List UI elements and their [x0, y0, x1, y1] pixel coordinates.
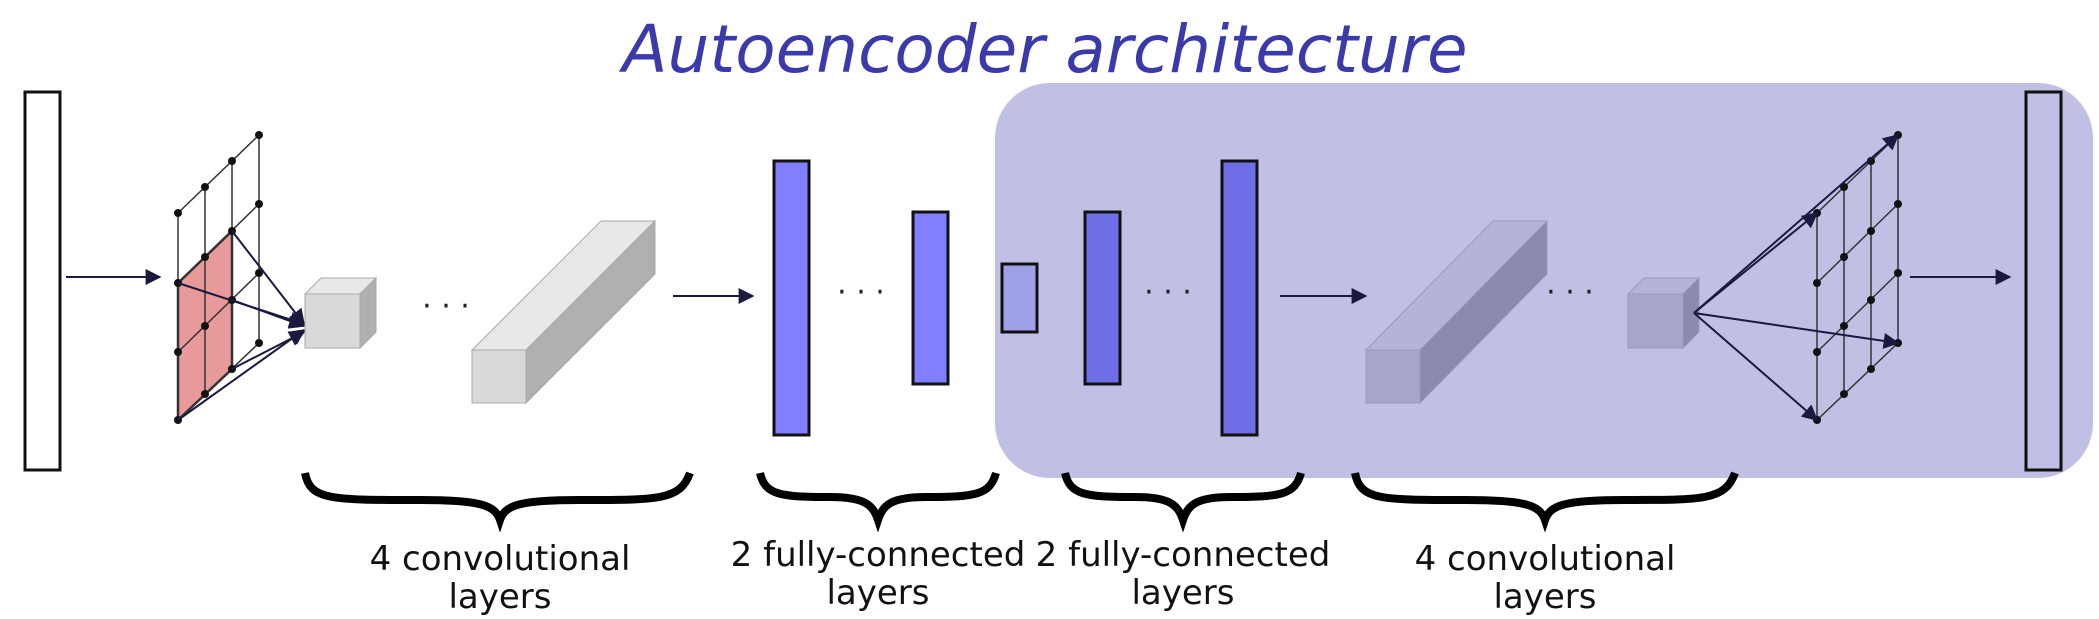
decoder-output-grid: [1693, 131, 1902, 424]
brace-dec-fc: [1061, 471, 1305, 533]
ellipsis-enc-conv: · · ·: [422, 289, 470, 324]
brace-dec-conv: [1351, 471, 1739, 533]
label-enc-conv-line1: 4 convolutional: [370, 539, 631, 579]
label-enc-conv-line2: layers: [448, 577, 551, 617]
label-enc-fc-line1: 2 fully-connected: [731, 535, 1026, 575]
encoder-long-box: [470, 219, 657, 405]
diagram-title: Autoencoder architecture: [618, 11, 1467, 88]
decoder-region: [995, 83, 2093, 478]
brace-enc-fc: [756, 471, 1000, 533]
encoder-fc-layer-1: [772, 159, 811, 437]
ellipsis-enc-fc: · · ·: [837, 275, 885, 310]
label-dec-fc-line1: 2 fully-connected: [1036, 535, 1331, 575]
decoder-long-box: [1364, 219, 1549, 405]
input-image: [23, 90, 62, 472]
latent-code: [1000, 262, 1039, 334]
label-dec-fc-line2: layers: [1131, 573, 1234, 613]
decoder-fc-layer-1: [1083, 210, 1122, 386]
label-dec-conv-line2: layers: [1493, 577, 1596, 617]
ellipsis-dec-fc: · · ·: [1144, 275, 1192, 310]
decoder-fc-layer-2: [1220, 159, 1259, 437]
encoder-fc-layer-2: [911, 210, 950, 386]
encoder-kernel-grid: [174, 131, 306, 424]
label-enc-fc-line2: layers: [826, 573, 929, 613]
ellipsis-dec-conv: · · ·: [1546, 275, 1594, 310]
output-image: [2024, 90, 2063, 472]
decoder-small-cube: [1626, 276, 1701, 350]
label-dec-conv-line1: 4 convolutional: [1415, 539, 1676, 579]
brace-enc-conv: [301, 471, 694, 533]
encoder-small-cube: [303, 276, 378, 350]
